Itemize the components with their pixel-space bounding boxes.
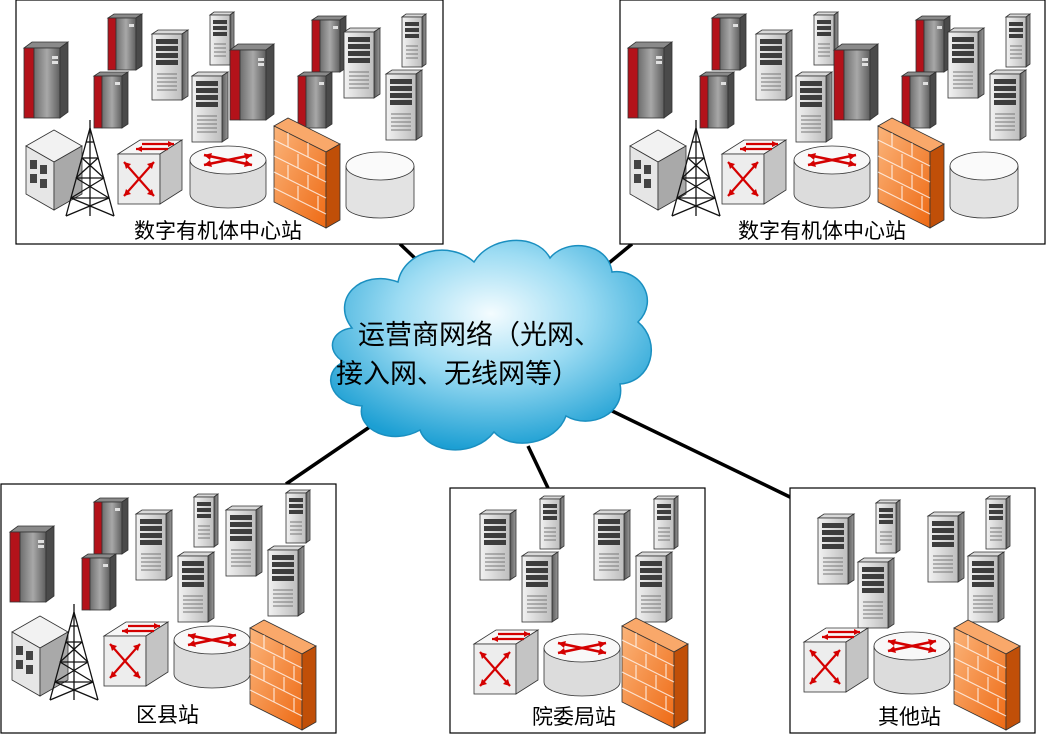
mainframe-server-icon xyxy=(297,71,333,129)
tower-server-icon xyxy=(817,513,855,585)
site-center-a: 数字有机体中心站 xyxy=(15,0,444,245)
tower-server-icon xyxy=(857,557,895,629)
mainframe-server-icon xyxy=(81,553,117,611)
link-county xyxy=(285,422,375,486)
mainframe-server-icon xyxy=(107,13,143,71)
site-label: 区县站 xyxy=(136,703,199,727)
mainframe-server-icon xyxy=(699,71,735,129)
tower-server-icon xyxy=(947,27,985,99)
tower-server-icon xyxy=(135,509,173,581)
site-label: 数字有机体中心站 xyxy=(738,219,906,243)
mainframe-server-icon xyxy=(915,15,951,73)
tower-server-icon xyxy=(653,495,679,550)
site-label: 数字有机体中心站 xyxy=(134,219,302,243)
switch-icon xyxy=(720,138,788,206)
tower-server-icon xyxy=(875,499,901,554)
switch-icon xyxy=(802,626,870,694)
mainframe-server-icon xyxy=(311,15,347,73)
router-icon xyxy=(542,632,622,698)
site-label: 其他站 xyxy=(878,705,941,729)
tower-server-icon xyxy=(479,509,517,581)
link-court xyxy=(526,445,550,489)
tower-server-icon xyxy=(989,69,1027,141)
tower-server-icon xyxy=(385,69,423,141)
switch-icon xyxy=(472,628,540,696)
site-county: 区县站 xyxy=(0,483,337,734)
site-other: 其他站 xyxy=(789,487,1036,734)
mainframe-server-icon xyxy=(901,71,937,129)
switch-icon xyxy=(116,138,184,206)
router-icon xyxy=(792,144,872,210)
tower-server-icon xyxy=(795,71,833,143)
tower-server-icon xyxy=(193,493,219,548)
tower-server-icon xyxy=(285,489,311,544)
tower-server-icon xyxy=(151,29,189,101)
router-icon xyxy=(172,624,252,690)
router-icon xyxy=(872,630,952,696)
site-center-b: 数字有机体中心站 xyxy=(619,0,1046,245)
storage-icon xyxy=(345,151,415,219)
tower-server-icon xyxy=(177,551,215,623)
tower-server-icon xyxy=(225,505,263,577)
mainframe-server-icon xyxy=(229,43,275,121)
tower-server-icon xyxy=(343,27,381,99)
tower-server-icon xyxy=(191,71,229,143)
cloud-label-line1: 运营商网络（光网、 xyxy=(358,320,601,351)
link-other xyxy=(605,406,793,500)
tower-server-icon xyxy=(755,29,793,101)
mainframe-server-icon xyxy=(9,525,55,603)
cloud-shape xyxy=(330,239,653,451)
mainframe-server-icon xyxy=(93,71,129,129)
tower-server-icon xyxy=(401,13,427,68)
tower-server-icon xyxy=(927,511,965,583)
tower-server-icon xyxy=(267,545,305,617)
mainframe-server-icon xyxy=(711,13,747,71)
site-label: 院委局站 xyxy=(532,705,616,729)
mainframe-server-icon xyxy=(833,43,879,121)
carrier-network-cloud: 运营商网络（光网、 接入网、无线网等） xyxy=(330,239,653,451)
tower-server-icon xyxy=(985,495,1011,550)
tower-server-icon xyxy=(967,551,1005,623)
tower-server-icon xyxy=(521,551,559,623)
mainframe-server-icon xyxy=(23,41,69,119)
router-icon xyxy=(188,144,268,210)
cloud-label-line2: 接入网、无线网等） xyxy=(336,359,579,390)
mainframe-server-icon xyxy=(93,497,129,555)
tower-server-icon xyxy=(539,495,565,550)
tower-server-icon xyxy=(635,551,673,623)
tower-server-icon xyxy=(593,509,631,581)
mainframe-server-icon xyxy=(627,41,673,119)
storage-icon xyxy=(949,151,1019,219)
site-court: 院委局站 xyxy=(449,487,706,734)
tower-server-icon xyxy=(1005,13,1031,68)
switch-icon xyxy=(102,620,170,688)
